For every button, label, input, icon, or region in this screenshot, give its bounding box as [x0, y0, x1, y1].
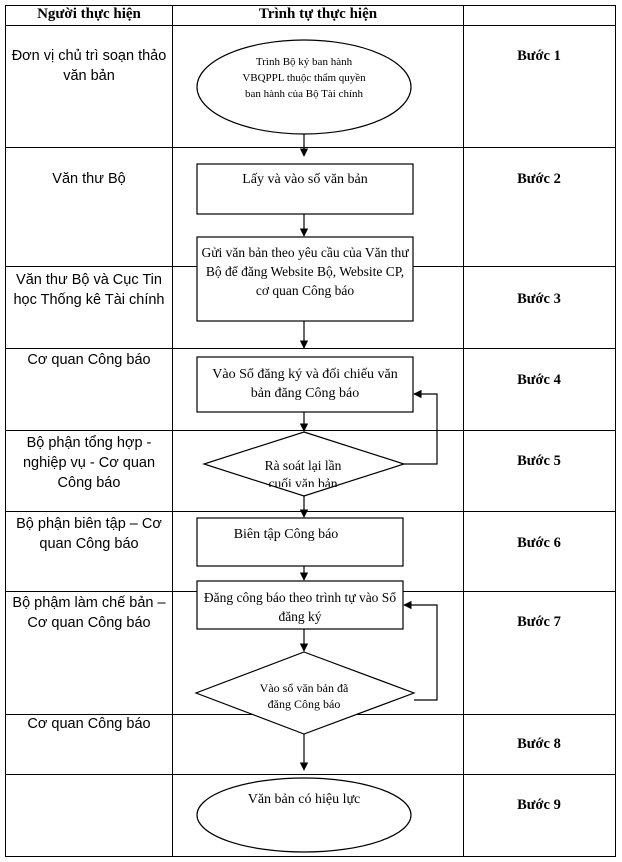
receive-box — [196, 163, 414, 215]
step-4: Bước 4 — [517, 372, 561, 388]
end-ellipse — [196, 777, 412, 853]
step-2: Bước 2 — [517, 171, 561, 187]
actor-2: Văn thư Bộ — [52, 171, 126, 187]
actor-3: Văn thư Bộ và Cục Tin học Thống kê Tài c… — [13, 272, 165, 308]
publish-node-text: Đăng công báo theo trình tự vào Sổ đăng … — [203, 590, 397, 624]
actor-6: Bộ phận biên tập – Cơ quan Công báo — [16, 516, 162, 552]
header-sequence: Trình tự thực hiện — [258, 6, 378, 22]
step-6: Bước 6 — [517, 535, 561, 551]
step-5: Bước 5 — [517, 453, 561, 469]
review-node-text: Rà soát lại lần cuối văn bản — [264, 458, 342, 487]
receive-node-text: Lấy và vào số văn bản — [242, 172, 368, 187]
actor-8: Cơ quan Công báo — [27, 716, 151, 732]
actor-5: Bộ phận tổng hợp - nghiệp vụ - Cơ quan C… — [22, 435, 156, 491]
send-box — [196, 236, 414, 322]
loop-arrow-check — [403, 600, 438, 701]
start-node-text: Trình Bộ ký ban hành VBQPPL thuộc thẩm q… — [242, 56, 366, 100]
end-node-text: Văn bản có hiệu lực — [247, 792, 361, 807]
actor-7: Bộ phậm làm chế bản – Cơ quan Công báo — [12, 595, 166, 631]
register-box — [196, 356, 414, 413]
header-actor: Người thực hiện — [37, 6, 141, 22]
actor-1: Đơn vị chủ trì soạn thảo văn bản — [11, 48, 167, 84]
loop-arrow-review — [404, 389, 438, 465]
step-3: Bước 3 — [517, 291, 561, 307]
check-node-text: Vào sổ văn bản đã đăng Công báo — [259, 681, 349, 711]
register-node-text: Vào Sổ đăng ký và đối chiếu văn bản đăng… — [212, 367, 398, 401]
step-8: Bước 8 — [517, 736, 561, 752]
send-node-text: Gửi văn bản theo yêu cầu của Văn thư Bộ … — [201, 245, 409, 298]
step-1: Bước 1 — [517, 48, 561, 64]
edit-box — [196, 517, 404, 567]
step-7: Bước 7 — [517, 614, 561, 630]
actor-4: Cơ quan Công báo — [27, 352, 151, 368]
publish-box — [196, 580, 404, 630]
edit-node-text: Biên tập Công báo — [233, 527, 339, 542]
step-9: Bước 9 — [517, 797, 561, 813]
